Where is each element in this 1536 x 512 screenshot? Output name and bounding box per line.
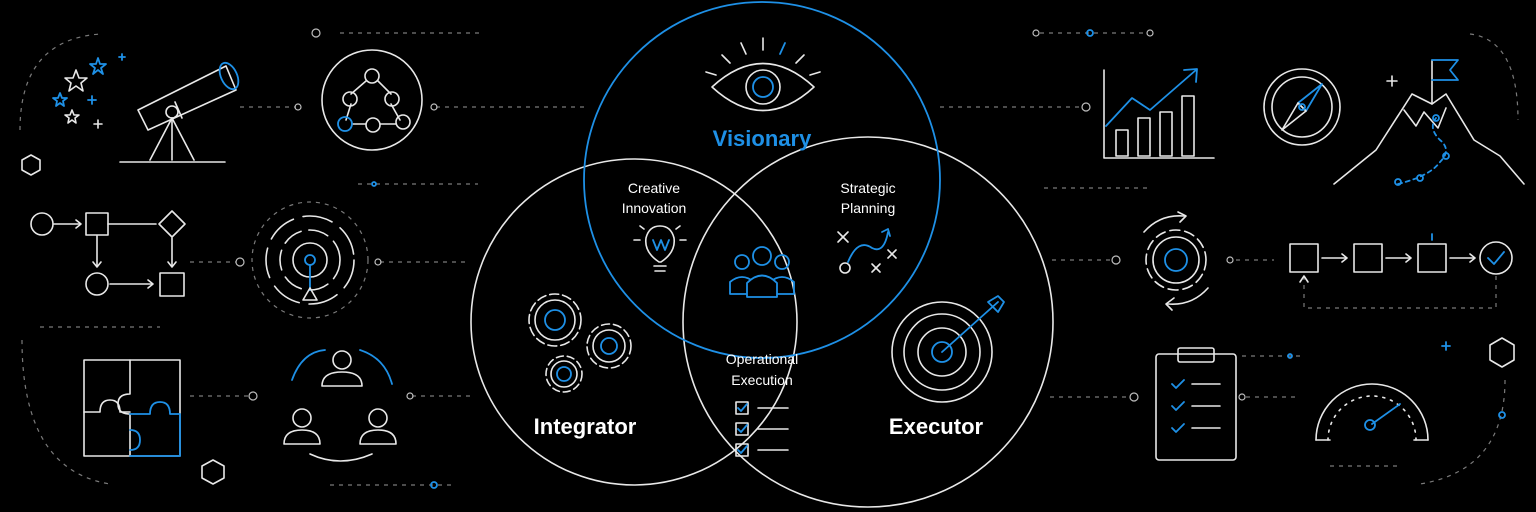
puzzle-icon — [83, 359, 181, 457]
operational-label-line2: Execution — [731, 372, 792, 388]
strategy-play-icon — [837, 228, 897, 274]
stars-icon — [52, 53, 126, 129]
clipboard-checklist-icon — [1155, 347, 1237, 461]
integrator-circle — [470, 158, 798, 486]
telescope-icon — [119, 61, 240, 163]
eye-icon — [705, 37, 821, 112]
right-connectors — [940, 29, 1506, 467]
flowchart-icon — [30, 210, 186, 297]
decorative-arc-top-right — [1469, 33, 1519, 121]
operational-label-line1: Operational — [726, 351, 798, 367]
strategic-label-line1: Strategic — [840, 180, 895, 196]
creative-label-line1: Creative — [628, 180, 680, 196]
left-connectors — [40, 28, 585, 489]
network-icon — [321, 49, 423, 151]
growth-chart-icon — [1103, 68, 1215, 159]
checklist-icon — [735, 401, 789, 457]
hexagon-icon — [21, 154, 41, 176]
executor-label: Executor — [889, 414, 984, 439]
people-cycle-icon — [283, 349, 397, 462]
strategic-label-line2: Planning — [841, 200, 896, 216]
gear-cycle-icon — [1143, 211, 1209, 311]
decorative-arc-bottom-left — [21, 339, 111, 485]
gears-icon — [528, 293, 632, 393]
visionary-circle — [583, 1, 941, 359]
visionary-label: Visionary — [713, 126, 812, 151]
compass-icon — [1263, 68, 1341, 146]
radar-icon — [251, 201, 369, 319]
process-flow-icon — [1289, 233, 1513, 309]
speedometer-icon — [1315, 383, 1429, 441]
hexagon-icon — [1489, 337, 1515, 368]
lightbulb-icon — [633, 225, 687, 272]
team-icon — [729, 246, 795, 298]
executor-circle — [682, 136, 1054, 508]
mountain-flag-icon — [1333, 59, 1525, 186]
decorative-arc-bottom-right — [1419, 379, 1506, 485]
integrator-label: Integrator — [534, 414, 637, 439]
hexagon-icon — [201, 459, 225, 485]
creative-label-line2: Innovation — [622, 200, 687, 216]
target-icon — [891, 295, 1005, 403]
decorative-arc-top-left — [19, 33, 101, 131]
